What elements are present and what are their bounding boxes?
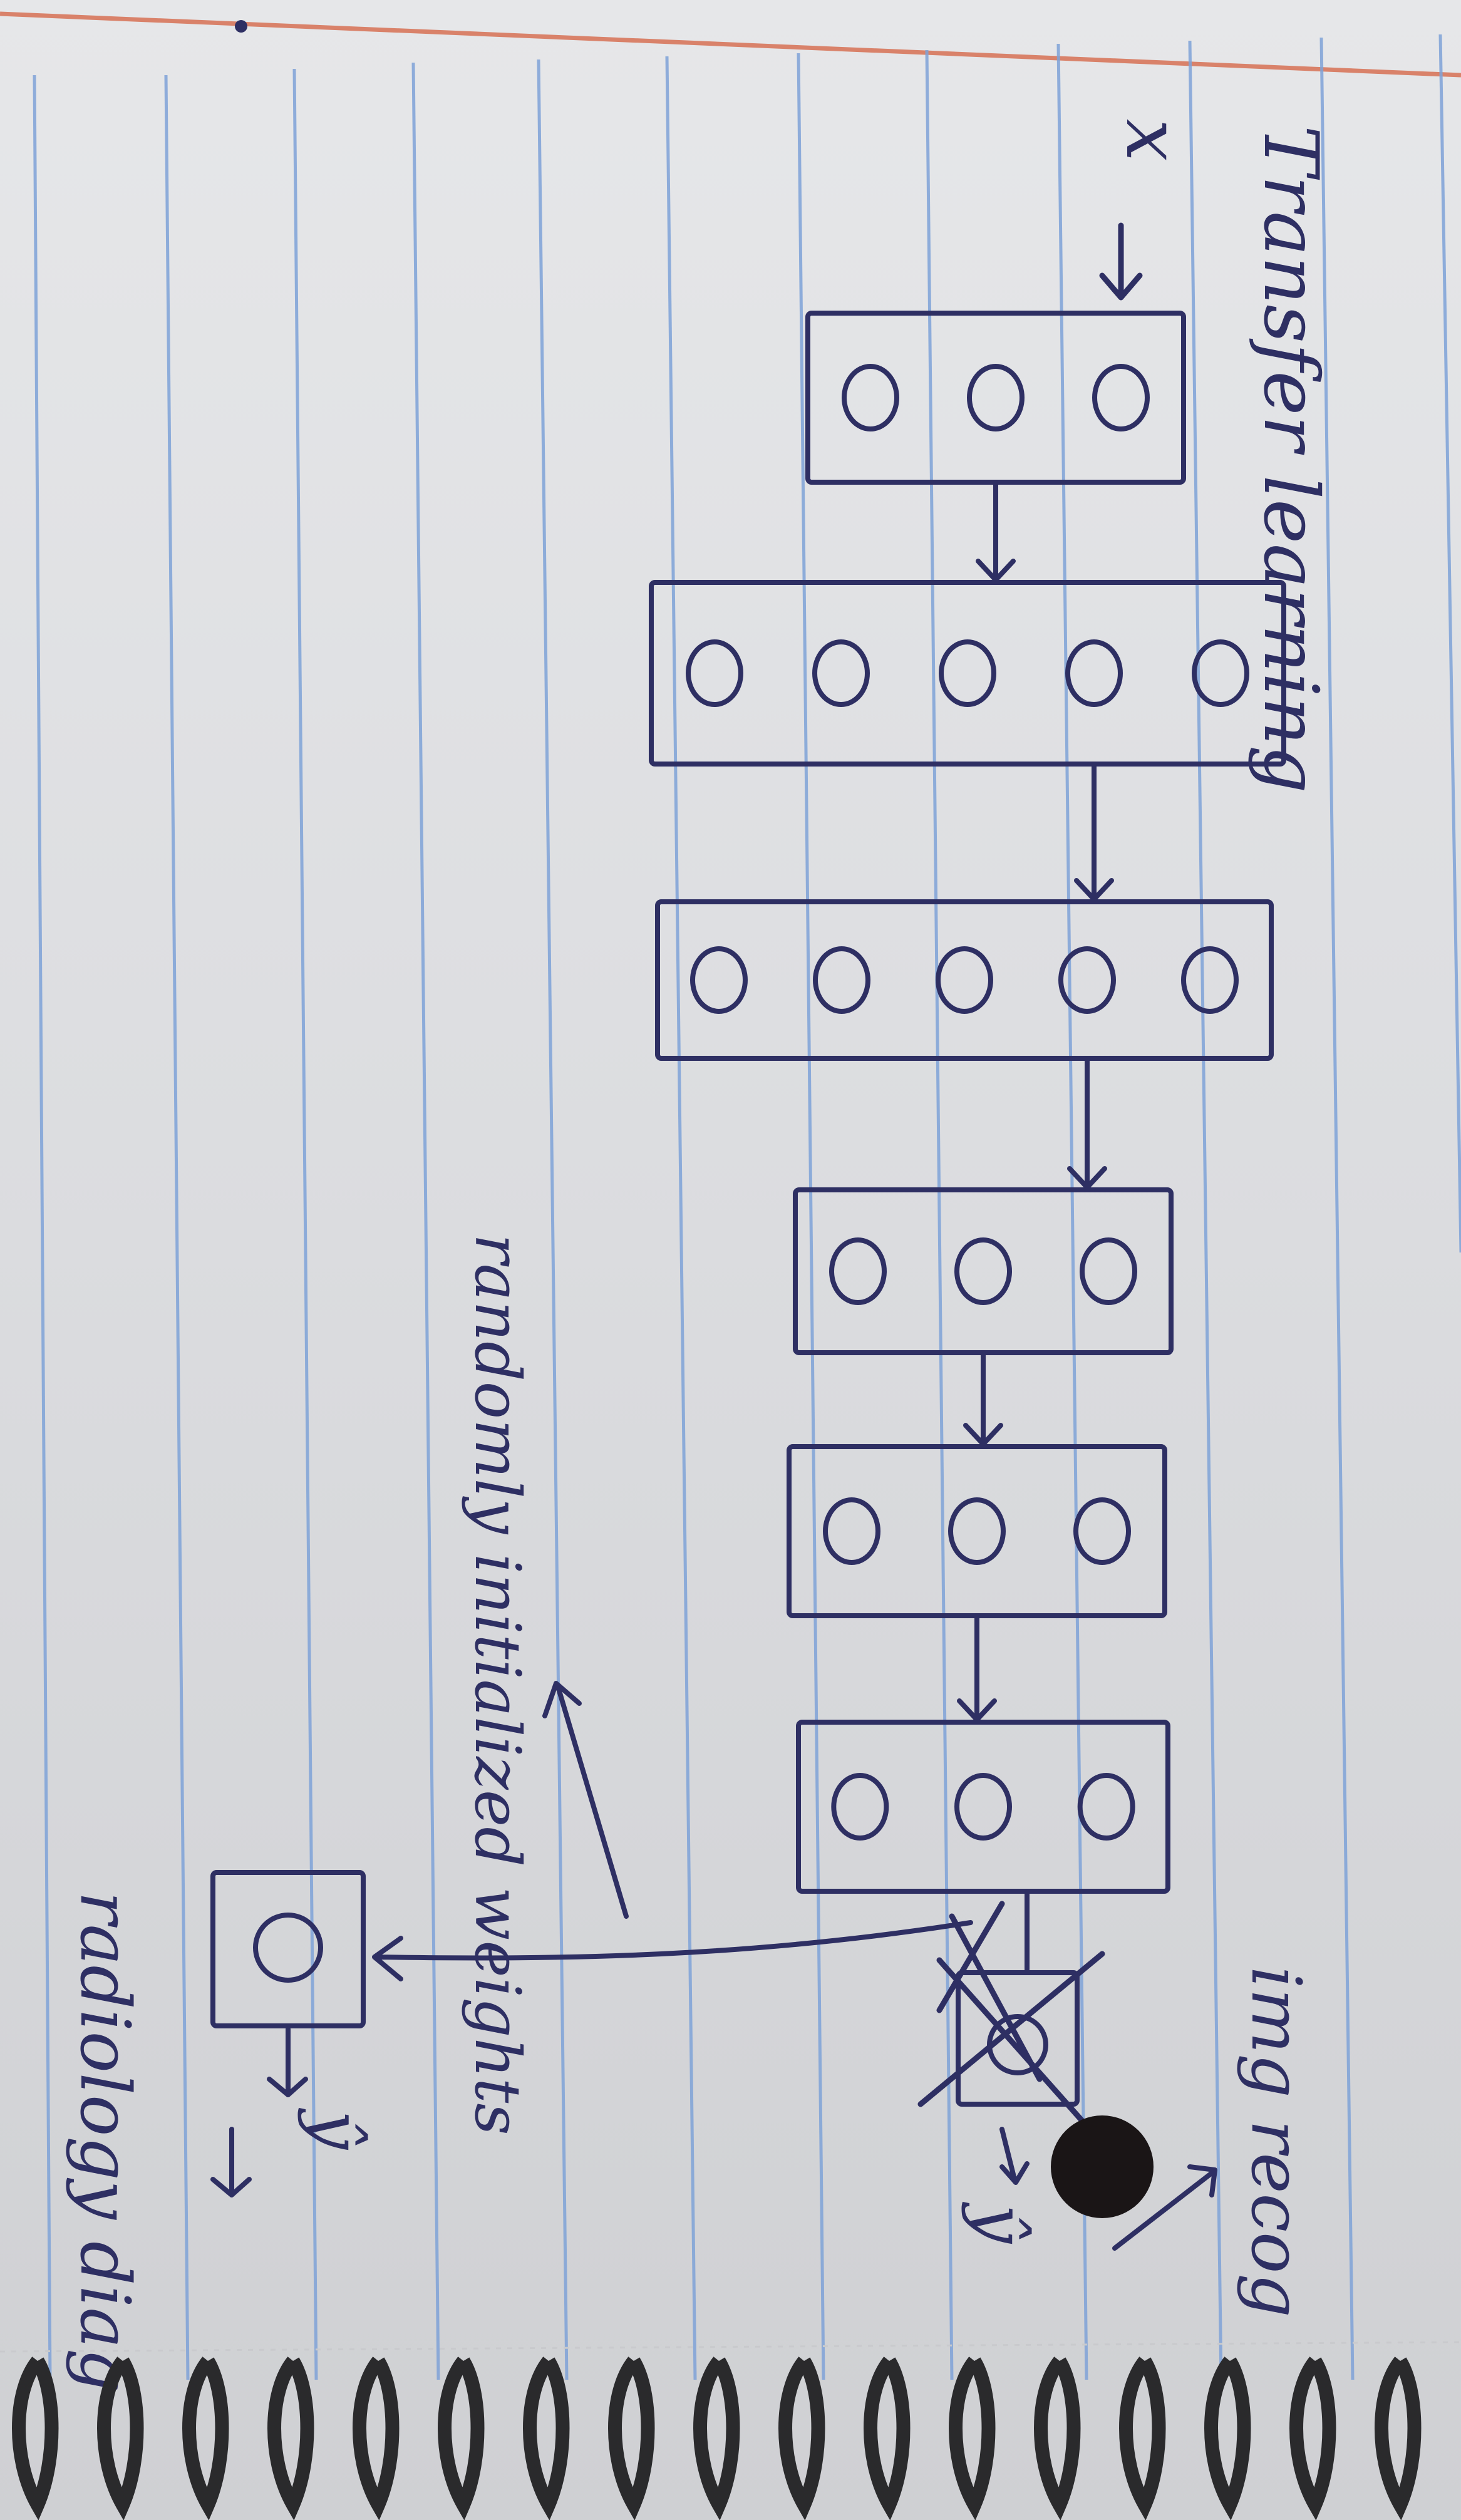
new-output-label: ŷ <box>297 2107 377 2151</box>
spiral-coil <box>182 2357 229 2520</box>
network-layers <box>649 311 1286 1972</box>
layer-arrow <box>1074 762 1114 902</box>
neuron <box>1080 1237 1137 1305</box>
input-arrow <box>1099 222 1143 301</box>
neuron <box>939 639 996 707</box>
neuron <box>1077 1773 1135 1841</box>
new-task-label: radiology diag <box>65 1891 145 2393</box>
neuron <box>812 639 870 707</box>
neuron <box>813 946 870 1014</box>
neuron <box>1065 639 1123 707</box>
bullet-dot <box>235 20 247 33</box>
layer-1 <box>805 311 1186 485</box>
layer-3 <box>655 899 1274 1061</box>
neuron <box>831 1773 889 1841</box>
layer-arrow <box>1067 1056 1107 1190</box>
layer-5 <box>787 1444 1167 1618</box>
spiral-coil <box>864 2357 911 2520</box>
layer-box <box>793 1187 1174 1355</box>
spiral-coil <box>693 2357 740 2520</box>
input-label: x <box>1109 119 1196 162</box>
old-task-arrow <box>1112 2164 1217 2251</box>
neuron <box>967 364 1025 431</box>
neuron <box>936 946 993 1014</box>
layer-6 <box>796 1720 1170 1894</box>
weights-annotation: randomly initialized weights <box>461 1234 534 2135</box>
old-output-label: ŷ <box>961 2201 1041 2244</box>
cross-out-mark <box>917 1901 1105 2132</box>
spiral-coil <box>97 2357 144 2520</box>
neuron <box>1058 946 1116 1014</box>
layer-2 <box>649 580 1286 767</box>
neuron <box>842 364 899 431</box>
neuron <box>823 1497 880 1565</box>
spiral-coil <box>353 2357 400 2520</box>
spiral-coil <box>1204 2357 1251 2520</box>
neuron <box>954 1773 1012 1841</box>
neuron <box>1192 639 1249 707</box>
old-task-label: img recog <box>1236 1966 1316 2318</box>
old-output-layer <box>917 1901 1105 2132</box>
neuron <box>1092 364 1150 431</box>
spiral-coil <box>1119 2357 1166 2520</box>
neuron <box>829 1237 887 1305</box>
layer-box <box>655 899 1274 1061</box>
spiral-coil <box>778 2357 825 2520</box>
neuron <box>1181 946 1239 1014</box>
spiral-coil <box>267 2357 314 2520</box>
spiral-coil <box>608 2357 655 2520</box>
spiral-coil <box>949 2357 996 2520</box>
spiral-coil <box>1289 2357 1336 2520</box>
spiral-coil <box>1034 2357 1081 2520</box>
layer-box <box>787 1444 1167 1618</box>
spiral-binding <box>12 2357 1422 2520</box>
layer-arrow <box>976 480 1016 582</box>
new-output-layer <box>210 1870 366 2028</box>
spiral-coil <box>1375 2357 1422 2520</box>
neuron <box>954 1237 1012 1305</box>
spiral-coil <box>523 2357 570 2520</box>
layer-arrow <box>957 1613 997 1722</box>
spiral-coil <box>438 2357 485 2520</box>
hole-punch <box>1051 2115 1154 2218</box>
neuron <box>686 639 743 707</box>
layer-arrow <box>963 1350 1003 1447</box>
neuron <box>1073 1497 1131 1565</box>
weights-arrow <box>542 1681 629 1919</box>
layer-4 <box>793 1187 1174 1355</box>
layer-box <box>649 580 1286 767</box>
transfer-arrow <box>372 1920 973 1981</box>
spiral-coil <box>12 2357 59 2520</box>
neuron <box>948 1497 1006 1565</box>
heading: Transfer learning <box>1247 125 1334 793</box>
layer-box <box>796 1720 1170 1894</box>
layer-box <box>805 311 1186 485</box>
neuron <box>690 946 748 1014</box>
